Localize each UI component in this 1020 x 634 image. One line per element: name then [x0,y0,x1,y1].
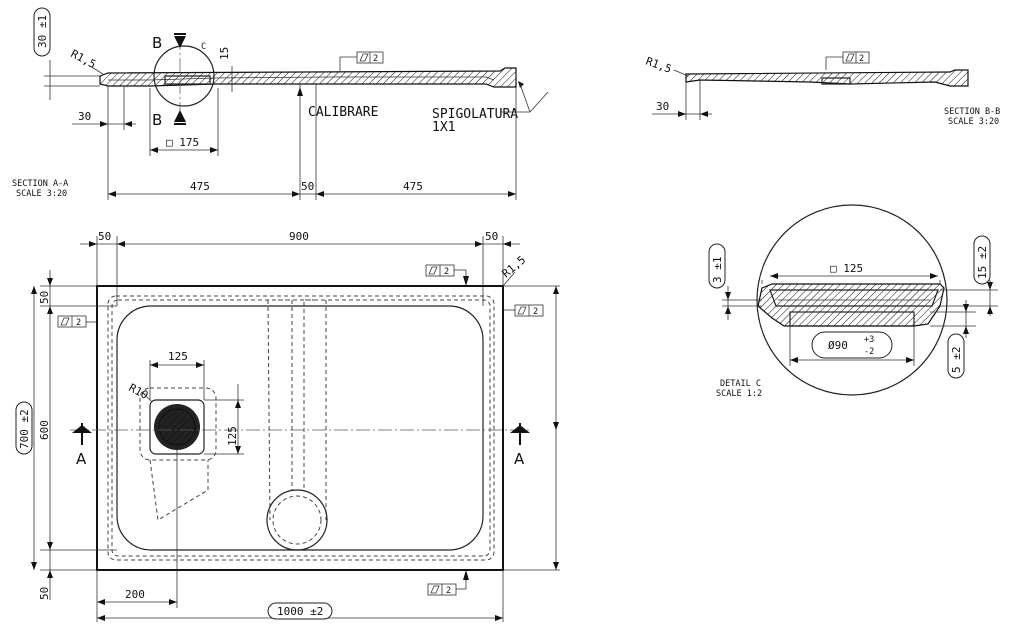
detail-c-circle [153,45,215,107]
dim-left-50-top: 50 [38,291,51,304]
svg-text:2: 2 [373,54,378,64]
plan-flatness-left: 2 [57,315,97,328]
dim-left-30: 30 [78,110,91,123]
dim-left-600: 600 [38,420,51,440]
plan-outer [96,285,504,571]
section-b-title: SECTION B-B [944,107,1000,117]
dim-top-left-50: 50 [98,230,111,243]
section-a-a: B B C 30 ±1 R1,5 2 15 CALIBRARE [12,7,549,200]
section-a-scale: SCALE 3:20 [16,189,67,199]
detail-c: □ 125 Ø90 +3 -2 3 ±1 15 ±2 [708,204,998,399]
dim-left-50-bottom: 50 [38,587,51,600]
dim-bottom-200: 200 [125,588,145,601]
plan-view: A A 50 900 50 R1,5 2 2 [15,230,560,622]
dim-left-475: 475 [190,180,210,193]
dim-r10: R10 [127,381,151,402]
dim-top-900: 900 [289,230,309,243]
dim-top-right-50: 50 [485,230,498,243]
plan-radius: R1,5 [500,253,529,280]
label-spigolatura-size: 1X1 [432,120,455,135]
label-b-bottom: B [152,111,162,129]
label-b-top: B [152,34,162,52]
dim-bottom-1000: 1000 ±2 [277,605,323,618]
label-c: C [201,42,206,52]
dim-height-30: 30 ±1 [36,15,49,48]
section-mark-left: A [76,450,87,468]
detail-c-right-15: 15 ±2 [976,246,989,279]
dim-sq175: □ 175 [166,136,199,149]
section-mark-right: A [514,450,525,468]
label-calibrare: CALIBRARE [308,105,378,120]
plan-flatness-bottom: 2 [427,570,469,596]
detail-c-tol-plus: +3 [864,335,874,345]
dim-drain-125-h: 125 [168,350,188,363]
detail-c-dia90: Ø90 [828,339,848,352]
plan-flatness-right: 2 [503,304,544,317]
detail-c-right-5: 5 ±2 [950,347,963,374]
svg-text:2: 2 [446,586,451,596]
svg-text:2: 2 [859,54,864,64]
svg-text:2: 2 [76,318,81,328]
detail-c-sq125: □ 125 [830,262,863,275]
detail-c-tol-minus: -2 [864,347,874,357]
detail-c-scale: SCALE 1:2 [716,389,762,399]
section-b-radius: R1,5 [644,55,673,76]
label-spigolatura: SPIGOLATURA [432,107,518,122]
dim-mid-50: 50 [301,180,314,193]
detail-c-left-3: 3 ±1 [711,257,724,284]
dim-drain-125-v: 125 [226,426,239,446]
section-b-dim-30: 30 [656,100,669,113]
detail-c-title: DETAIL C [720,379,761,389]
dim-15: 15 [218,47,231,60]
dim-left-700: 700 ±2 [18,409,31,449]
section-a-title: SECTION A-A [12,179,68,189]
plan-flatness-top: 2 [425,264,469,286]
section-b-flatness: 2 [825,51,870,70]
section-a-radius: R1,5 [69,47,99,71]
section-b-b: R1,5 2 30 SECTION B-B SCALE 3:20 [644,51,1000,127]
section-a-flatness: 2 [339,51,384,71]
svg-text:2: 2 [533,307,538,317]
dim-right-475: 475 [403,180,423,193]
section-b-scale: SCALE 3:20 [948,117,999,127]
svg-text:2: 2 [444,267,449,277]
